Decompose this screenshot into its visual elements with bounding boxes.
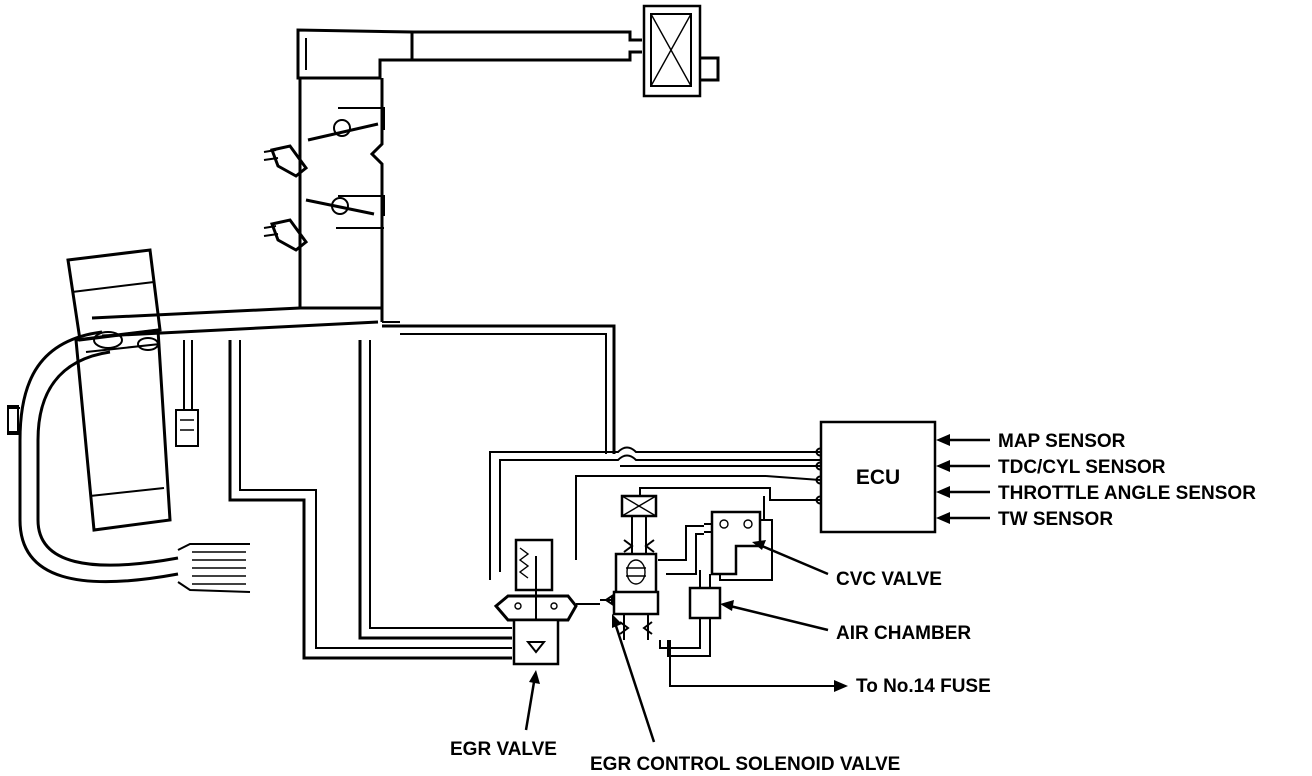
exhaust-pipe [7,330,251,593]
injector-lower [263,218,309,252]
leader-throttle-angle-sensor [936,486,990,498]
fuse-wire [669,640,848,692]
tw-sensor-label: TW SENSOR [998,509,1113,530]
exhaust-to-egr-pipe [228,340,512,660]
intake-duct [296,28,642,80]
cvc-valve-label: CVC VALVE [836,569,942,590]
manifold-to-egr-pipe [358,340,512,640]
tdc-cyl-sensor-label: TDC/CYL SENSOR [998,457,1166,478]
map-sensor-label: MAP SENSOR [998,431,1126,452]
egr-valve [493,538,600,666]
egr-control-solenoid-valve [600,494,660,640]
leader-cvc-valve [752,540,829,576]
injector-upper [263,144,309,178]
intake-manifold [91,306,400,338]
air-chamber-label: AIR CHAMBER [836,623,971,644]
leader-map-sensor [936,434,990,446]
engine [66,248,172,532]
egr-valve-label: EGR VALVE [450,739,557,760]
throttle-angle-sensor-label: THROTTLE ANGLE SENSOR [998,483,1256,504]
air-cleaner [642,4,720,98]
fuse-label: To No.14 FUSE [856,676,991,697]
leader-tdc-cyl-sensor [936,460,990,472]
vacuum-line-to-solenoid [382,324,616,454]
leader-egr-control-solenoid [612,614,656,743]
ecu-box [819,420,937,534]
cvc-valve [658,496,773,581]
throttle-body [298,78,385,308]
ecu-wiring [489,446,825,580]
leader-tw-sensor [936,512,990,524]
ecu-label: ECU [856,466,900,489]
air-chamber [659,570,722,657]
leader-egr-valve [524,670,540,731]
leader-air-chamber [720,600,829,632]
egr-port-fitting [175,340,199,447]
egr-control-solenoid-valve-label: EGR CONTROL SOLENOID VALVE [590,754,900,775]
